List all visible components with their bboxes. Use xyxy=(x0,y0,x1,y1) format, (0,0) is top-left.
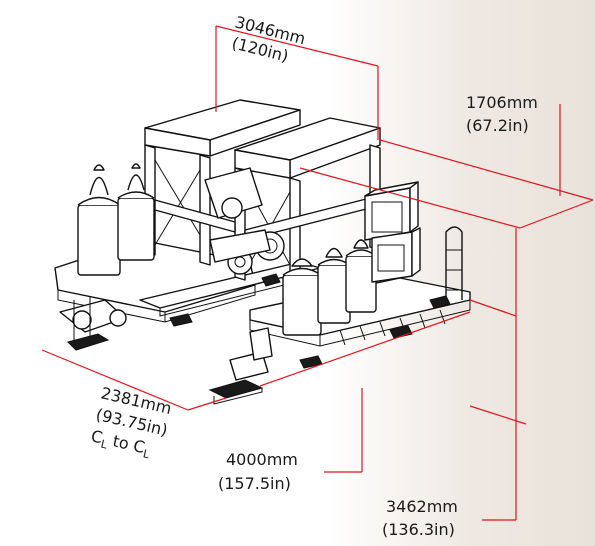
left-tanks xyxy=(77,163,155,276)
cl-sub-a: L xyxy=(99,438,109,452)
right-tanks xyxy=(282,239,377,336)
cl-sub-b: L xyxy=(142,447,152,461)
dimension-lines xyxy=(41,25,594,521)
dim-depth: 4000mm (157.5in) xyxy=(218,450,298,493)
overall-mm: 3462mm xyxy=(386,497,458,516)
depth-mm: 4000mm xyxy=(226,450,298,469)
dim-top-width: 3046mm (120in) xyxy=(230,12,307,65)
cl-letter-b: C xyxy=(131,436,146,457)
control-cabinets xyxy=(364,181,463,300)
cl-letter-a: C xyxy=(89,426,104,447)
dim-height: 1706mm (67.2in) xyxy=(466,93,538,135)
height-in: (67.2in) xyxy=(466,116,529,135)
cl-to: to xyxy=(111,431,131,453)
height-mm: 1706mm xyxy=(466,93,538,112)
overall-in: (136.3in) xyxy=(382,520,455,539)
dim-overall: 3462mm (136.3in) xyxy=(382,497,458,539)
depth-in: (157.5in) xyxy=(218,474,291,493)
machine-illustration xyxy=(54,99,471,405)
